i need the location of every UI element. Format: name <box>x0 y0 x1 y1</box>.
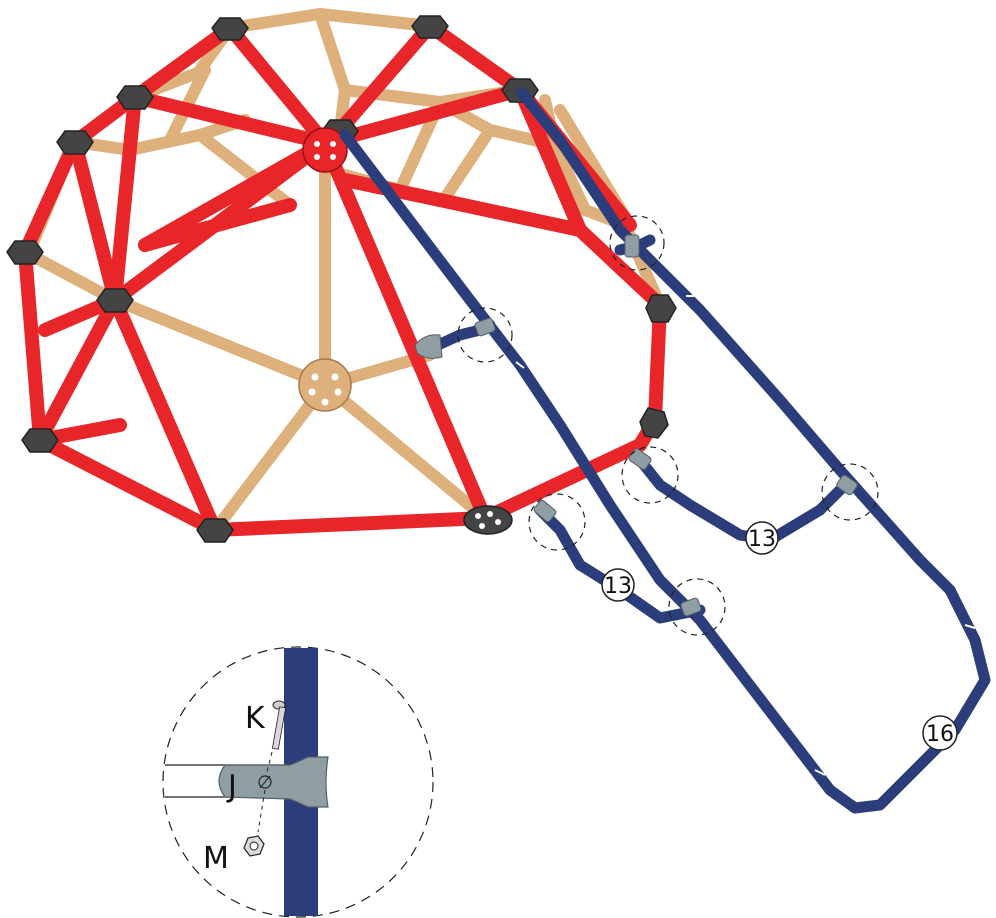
center-hub-plate <box>298 358 352 412</box>
connector-brackets <box>414 234 858 617</box>
ladder-joint-marks <box>515 295 976 776</box>
label-k: K <box>245 701 266 736</box>
hub-10 <box>196 518 234 543</box>
ladder-frame <box>339 87 991 814</box>
hub-3 <box>116 85 154 110</box>
bracket-j <box>218 756 329 808</box>
detail-indicator-circles <box>457 215 879 636</box>
label-m: M <box>203 841 229 876</box>
callout-lower-rung: 13 <box>601 568 635 602</box>
callout-ladder-frame: 16 <box>922 715 958 751</box>
callout-lower-rung-label: 13 <box>604 574 632 599</box>
hub-1 <box>211 17 249 41</box>
hub-11 <box>645 294 677 323</box>
callout-upper-rung: 13 <box>745 521 779 555</box>
bottom-hub-plate <box>463 505 513 535</box>
hub-9 <box>21 428 59 453</box>
callout-upper-rung-label: 13 <box>748 527 776 552</box>
callout-ladder-frame-label: 16 <box>926 722 954 747</box>
hub-8 <box>96 288 134 313</box>
hub-12 <box>639 407 669 439</box>
nut-m <box>243 835 265 857</box>
hardware-detail-inset: K J M <box>162 646 434 918</box>
label-j: J <box>226 769 237 804</box>
hub-7 <box>6 240 44 265</box>
hub-5 <box>56 130 94 155</box>
hub-2 <box>411 15 449 39</box>
bolt-k <box>271 700 287 750</box>
top-hub-plate <box>302 127 348 173</box>
